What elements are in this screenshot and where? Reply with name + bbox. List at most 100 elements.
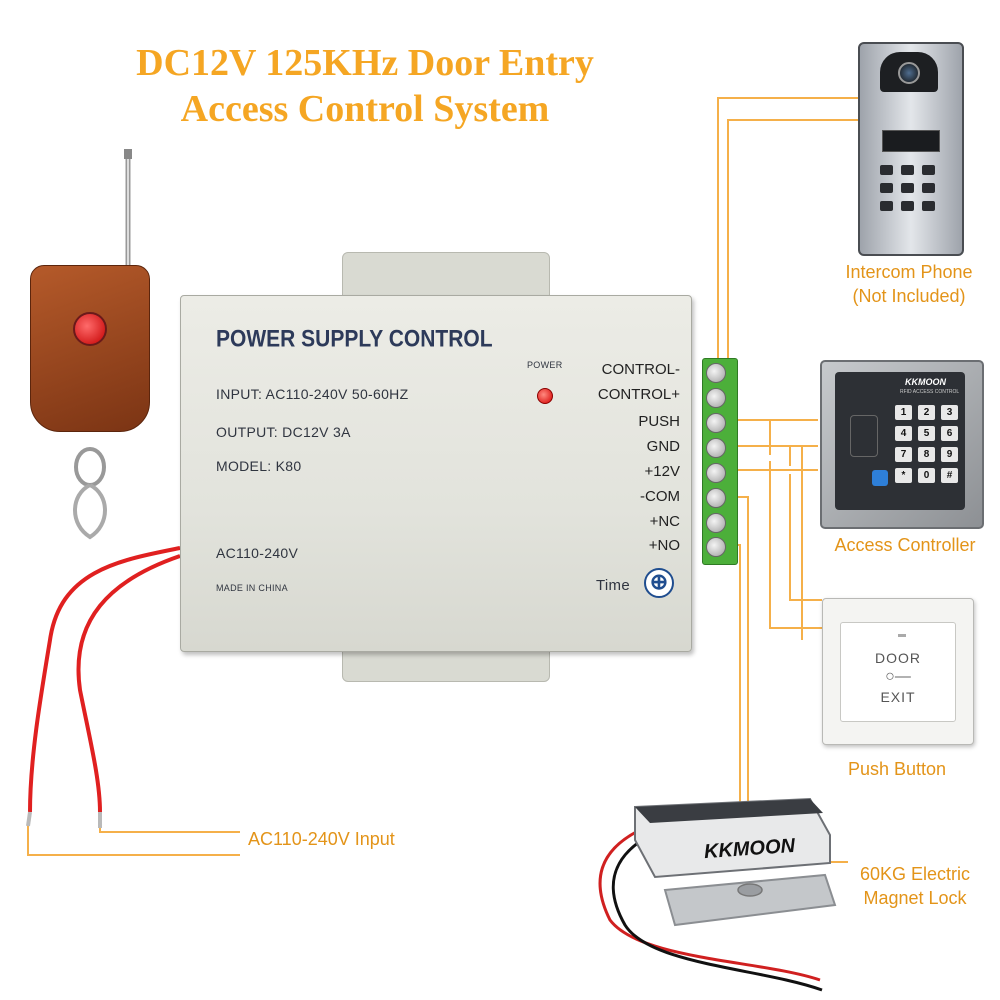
terminal-label-push: PUSH <box>638 413 680 430</box>
mains-wires <box>28 546 181 813</box>
keypad-key[interactable] <box>880 183 893 193</box>
wire-control-minus <box>717 97 858 373</box>
keypad-key[interactable] <box>880 165 893 175</box>
magnet-lock-label-line-2: Magnet Lock <box>863 888 967 908</box>
keypad-key-9[interactable]: 9 <box>941 447 958 462</box>
lock-cable <box>598 828 823 992</box>
title-line-1: DC12V 125KHz Door Entry <box>136 42 594 84</box>
psu-input-spec: INPUT: AC110-240V 50-60HZ <box>216 386 409 402</box>
keypad-key-hash[interactable]: # <box>941 468 958 483</box>
keypad-key-1[interactable]: 1 <box>895 405 912 420</box>
wire-tips <box>26 811 102 828</box>
keypad-key[interactable] <box>922 165 935 175</box>
terminal-label-com: -COM <box>640 488 680 505</box>
keypad-key[interactable] <box>901 165 914 175</box>
screw-icon[interactable] <box>706 388 726 408</box>
keypad-key-0[interactable]: 0 <box>918 468 935 483</box>
intercom-keypad <box>880 165 942 211</box>
camera-icon <box>898 62 920 84</box>
access-controller-label: Access Controller <box>834 535 976 555</box>
wire-com-lock <box>737 496 749 805</box>
screw-icon[interactable] <box>706 463 726 483</box>
mains-wire-2 <box>76 554 181 813</box>
remote-control <box>30 265 150 432</box>
keypad-key-3[interactable]: 3 <box>941 405 958 420</box>
terminal-label-no: +NO <box>648 537 680 554</box>
terminal-label-control-plus: CONTROL+ <box>597 386 680 403</box>
armature-hole-icon <box>737 883 763 897</box>
power-led-icon <box>537 388 553 404</box>
keychain-clip-icon <box>73 483 107 540</box>
wire-no-lock <box>737 544 741 805</box>
screw-icon[interactable] <box>706 537 726 557</box>
push-button-label: Push Button <box>847 759 947 779</box>
bell-icon[interactable] <box>872 470 888 486</box>
keypad-key-2[interactable]: 2 <box>918 405 935 420</box>
access-controller-brand: KKMOON <box>905 377 946 387</box>
antenna-tip <box>124 149 132 159</box>
keypad-key[interactable] <box>922 183 935 193</box>
magnet-lock-label: 60KG Electric Magnet Lock <box>840 862 990 910</box>
keypad-key[interactable] <box>922 201 935 211</box>
title-line-2: Access Control System <box>180 88 550 130</box>
magnet-lock-assembly <box>634 797 837 927</box>
power-supply-box <box>180 295 692 652</box>
intercom-label-line-1: Intercom Phone <box>845 262 973 282</box>
lock-cable-red <box>598 828 821 982</box>
screw-icon[interactable] <box>706 413 726 433</box>
remote-button[interactable] <box>73 312 107 346</box>
screw-icon[interactable] <box>706 513 726 533</box>
push-indicator <box>898 634 906 637</box>
terminal-label-control-minus: CONTROL- <box>601 361 680 378</box>
screw-icon[interactable] <box>706 363 726 383</box>
screw-icon[interactable] <box>706 438 726 458</box>
lock-top <box>635 799 823 823</box>
wire-bridge-2 <box>789 446 822 601</box>
wire-tip-1 <box>26 811 32 827</box>
armature-plate <box>663 873 837 927</box>
access-controller-subtitle: RFID ACCESS CONTROL <box>900 389 960 395</box>
push-button-door-text: DOOR <box>875 650 921 666</box>
wire-ac-callout-2 <box>99 820 240 833</box>
ac-input-label: AC110-240V Input <box>248 829 395 849</box>
keypad-key-star[interactable]: * <box>895 468 912 483</box>
time-label: Time <box>596 577 630 594</box>
keypad-key-6[interactable]: 6 <box>941 426 958 441</box>
wire-bridge-1 <box>769 420 822 629</box>
time-adjust-knob-icon[interactable]: ⊕ <box>644 568 674 598</box>
wire-control-plus <box>727 119 858 393</box>
terminal-label-12v: +12V <box>644 463 680 480</box>
magnet-lock-label-line-1: 60KG Electric <box>859 864 971 884</box>
psu-output-spec: OUTPUT: DC12V 3A <box>216 424 351 440</box>
access-controller-face <box>835 372 965 510</box>
intercom-label-line-2: (Not Included) <box>852 286 966 306</box>
keypad-key-7[interactable]: 7 <box>895 447 912 462</box>
intercom-label: Intercom Phone (Not Included) <box>820 260 998 308</box>
psu-ac-label: AC110-240V <box>216 545 299 561</box>
psu-heading: POWER SUPPLY CONTROL <box>216 326 493 353</box>
screw-icon[interactable] <box>706 488 726 508</box>
keypad-key-8[interactable]: 8 <box>918 447 935 462</box>
push-button-exit-text: EXIT <box>880 689 916 705</box>
terminal-label-gnd: GND <box>646 438 680 455</box>
keypad-key[interactable] <box>901 183 914 193</box>
terminal-label-nc: +NC <box>649 513 680 530</box>
lock-cable-black <box>611 836 823 992</box>
power-led-label: POWER <box>527 360 563 370</box>
keypad-key[interactable] <box>901 201 914 211</box>
wire-ac-callout-1 <box>27 820 240 856</box>
rfid-reader-icon <box>850 415 878 457</box>
psu-made-in: MADE IN CHINA <box>216 583 288 593</box>
keypad-key-5[interactable]: 5 <box>918 426 935 441</box>
keyring-icon <box>74 447 106 487</box>
diagram-title: DC12V 125KHz Door Entry Access Control S… <box>40 40 690 132</box>
push-button[interactable] <box>840 622 956 722</box>
remote-assembly <box>73 149 132 540</box>
mains-wire-1 <box>28 546 181 813</box>
keypad-key[interactable] <box>880 201 893 211</box>
intercom-display <box>882 130 940 152</box>
access-keypad: 1 2 3 4 5 6 7 8 9 * 0 # <box>895 405 958 483</box>
psu-model: MODEL: K80 <box>216 458 302 474</box>
keypad-key-4[interactable]: 4 <box>895 426 912 441</box>
